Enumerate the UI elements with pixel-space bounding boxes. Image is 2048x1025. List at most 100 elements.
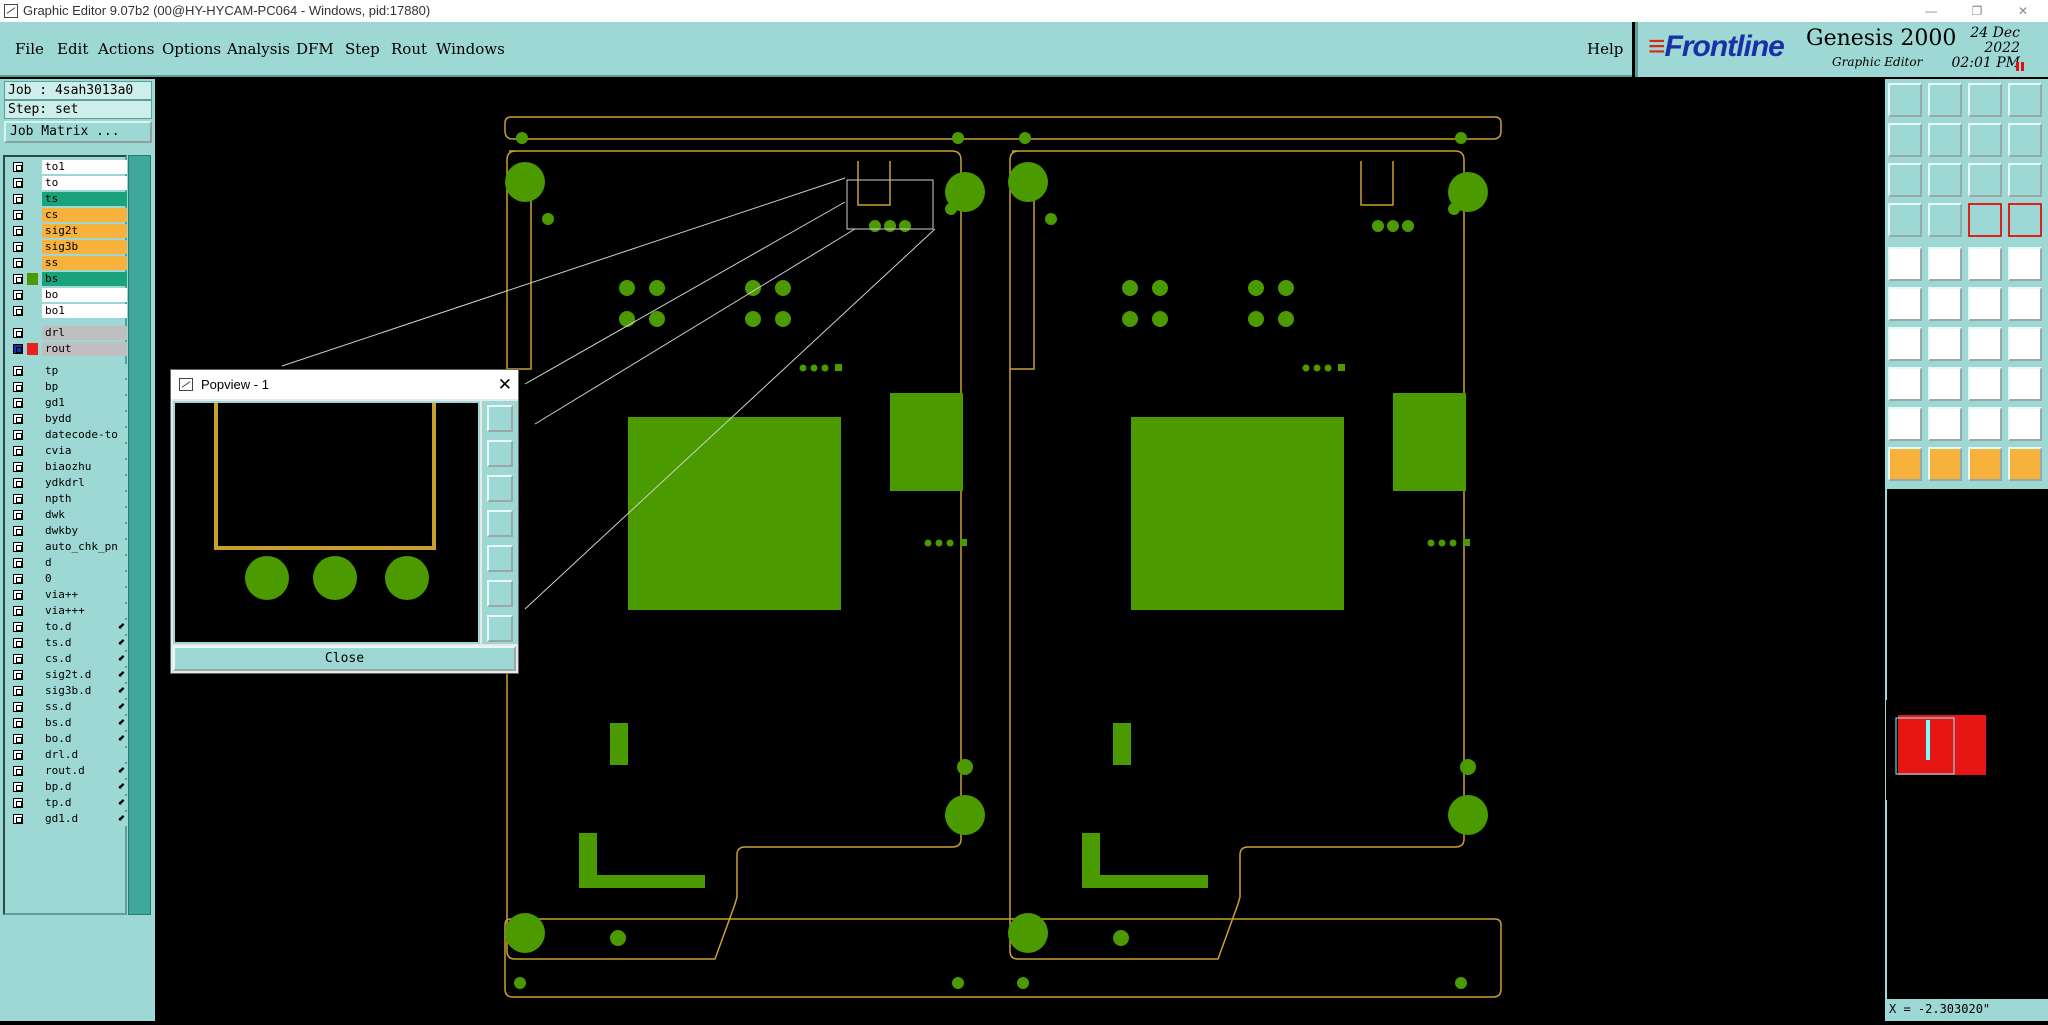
zoom-fit-icon[interactable] — [1888, 163, 1922, 197]
menu-rout[interactable]: Rout — [391, 40, 428, 58]
menu-dfm[interactable]: DFM — [296, 40, 334, 58]
snap2-icon[interactable] — [2008, 203, 2042, 237]
overview-map[interactable] — [1886, 700, 2047, 800]
layer-name[interactable]: ydkdrl — [42, 476, 127, 490]
square-icon[interactable] — [2008, 367, 2042, 401]
layer-checkbox[interactable] — [13, 590, 23, 600]
layer-row-to[interactable]: to — [11, 176, 129, 190]
layer-row-drl[interactable]: drl — [11, 326, 129, 340]
layer-name[interactable]: 0 — [42, 572, 127, 586]
ratio-icon[interactable] — [1968, 163, 2002, 197]
layer-checkbox[interactable] — [13, 290, 23, 300]
layer-name[interactable]: tp.d — [42, 796, 127, 810]
pad-icon[interactable] — [1888, 247, 1922, 281]
layer-row-ss.d[interactable]: ss.d⬋ — [11, 700, 129, 714]
layer-name[interactable]: datecode-to — [42, 428, 127, 442]
layer-row-drl.d[interactable]: drl.d — [11, 748, 129, 762]
triangle4-icon[interactable] — [2008, 407, 2042, 441]
settings-icon[interactable] — [1888, 203, 1922, 237]
menu-step[interactable]: Step — [345, 40, 380, 58]
pan-left-icon[interactable] — [1888, 123, 1922, 157]
popview-canvas[interactable] — [173, 401, 480, 644]
connect2-icon[interactable] — [2008, 287, 2042, 321]
layer-checkbox[interactable] — [13, 510, 23, 520]
layer-row-gd1[interactable]: gd1 — [11, 396, 129, 410]
layer-checkbox[interactable] — [13, 478, 23, 488]
menu-analysis[interactable]: Analysis — [227, 40, 290, 58]
minimize-button[interactable]: — — [1925, 4, 1937, 18]
triangle3-icon[interactable] — [1968, 407, 2002, 441]
layer-checkbox[interactable] — [13, 686, 23, 696]
menu-options[interactable]: Options — [162, 40, 222, 58]
window-icon[interactable] — [2008, 83, 2042, 117]
layer-row-to.d[interactable]: to.d⬋ — [11, 620, 129, 634]
layer-name[interactable]: rout.d — [42, 764, 127, 778]
layer-name[interactable]: biaozhu — [42, 460, 127, 474]
angle-icon[interactable] — [1888, 327, 1922, 361]
box-icon[interactable] — [1968, 367, 2002, 401]
break-icon[interactable] — [2008, 327, 2042, 361]
layer-checkbox[interactable] — [13, 542, 23, 552]
layer-checkbox[interactable] — [13, 366, 23, 376]
layer-row-datecode-to[interactable]: datecode-to — [11, 428, 129, 442]
arc-icon[interactable] — [1968, 327, 2002, 361]
layer-row-sig2t.d[interactable]: sig2t.d⬋ — [11, 668, 129, 682]
layer-name[interactable]: npth — [42, 492, 127, 506]
layer-row-0[interactable]: 0 — [11, 572, 129, 586]
pointer-icon[interactable] — [1888, 447, 1922, 481]
layer-checkbox[interactable] — [13, 526, 23, 536]
layer-name[interactable]: bs.d — [42, 716, 127, 730]
layer-row-biaozhu[interactable]: biaozhu — [11, 460, 129, 474]
layer-checkbox[interactable] — [13, 178, 23, 188]
layer-name[interactable]: rout — [42, 342, 127, 356]
measure-icon[interactable] — [1968, 247, 2002, 281]
layer-name[interactable]: auto_chk_pn — [42, 540, 127, 554]
layer-name[interactable]: ss.d — [42, 700, 127, 714]
help-icon[interactable] — [2008, 163, 2042, 197]
layer-row-bo1[interactable]: bo1 — [11, 304, 129, 318]
layer-row-bs[interactable]: bs — [11, 272, 129, 286]
layer-row-bo.d[interactable]: bo.d⬋ — [11, 732, 129, 746]
pointer3-icon[interactable] — [1968, 447, 2002, 481]
menu-edit[interactable]: Edit — [57, 40, 89, 58]
layer-checkbox[interactable] — [13, 398, 23, 408]
layer-name[interactable]: to1 — [42, 160, 127, 174]
layer-checkbox[interactable] — [13, 242, 23, 252]
layer-checkbox[interactable] — [13, 702, 23, 712]
layer-checkbox[interactable] — [13, 328, 23, 338]
layer-checkbox[interactable] — [13, 274, 23, 284]
layer-row-tp.d[interactable]: tp.d⬋ — [11, 796, 129, 810]
layer-row-to1[interactable]: to1 — [11, 160, 129, 174]
layer-checkbox[interactable] — [13, 462, 23, 472]
layer-name[interactable]: tp — [42, 364, 127, 378]
layer-checkbox[interactable] — [13, 430, 23, 440]
layer-checkbox[interactable] — [13, 622, 23, 632]
layer-name[interactable]: cs.d — [42, 652, 127, 666]
menu-file[interactable]: File — [15, 40, 44, 58]
layer-row-rout.d[interactable]: rout.d⬋ — [11, 764, 129, 778]
home-icon[interactable] — [1968, 83, 2002, 117]
layer-name[interactable]: via++ — [42, 588, 127, 602]
select-area-icon[interactable] — [1888, 367, 1922, 401]
layer-checkbox[interactable] — [13, 654, 23, 664]
layer-name[interactable]: bo — [42, 288, 127, 302]
zoom-home-icon[interactable] — [1888, 83, 1922, 117]
layer-name[interactable]: bp — [42, 380, 127, 394]
layer-checkbox[interactable] — [13, 382, 23, 392]
restore-button[interactable]: ❐ — [1971, 4, 1983, 18]
circle-icon[interactable] — [2008, 247, 2042, 281]
layer-checkbox[interactable] — [13, 414, 23, 424]
close-window-button[interactable]: ✕ — [2017, 4, 2029, 18]
layer-checkbox[interactable] — [13, 194, 23, 204]
pointer2-icon[interactable] — [1928, 447, 1962, 481]
layer-name[interactable]: cvia — [42, 444, 127, 458]
layer-name[interactable]: sig2t.d — [42, 668, 127, 682]
layer-row-tp[interactable]: tp — [11, 364, 129, 378]
layer-row-sig3b[interactable]: sig3b — [11, 240, 129, 254]
layer-name[interactable]: drl — [42, 326, 127, 340]
layer-name[interactable]: bp.d — [42, 780, 127, 794]
layer-checkbox[interactable] — [13, 606, 23, 616]
layer-checkbox[interactable] — [13, 798, 23, 808]
popview-close-button[interactable]: Close — [173, 646, 516, 671]
layer-checkbox[interactable] — [13, 638, 23, 648]
